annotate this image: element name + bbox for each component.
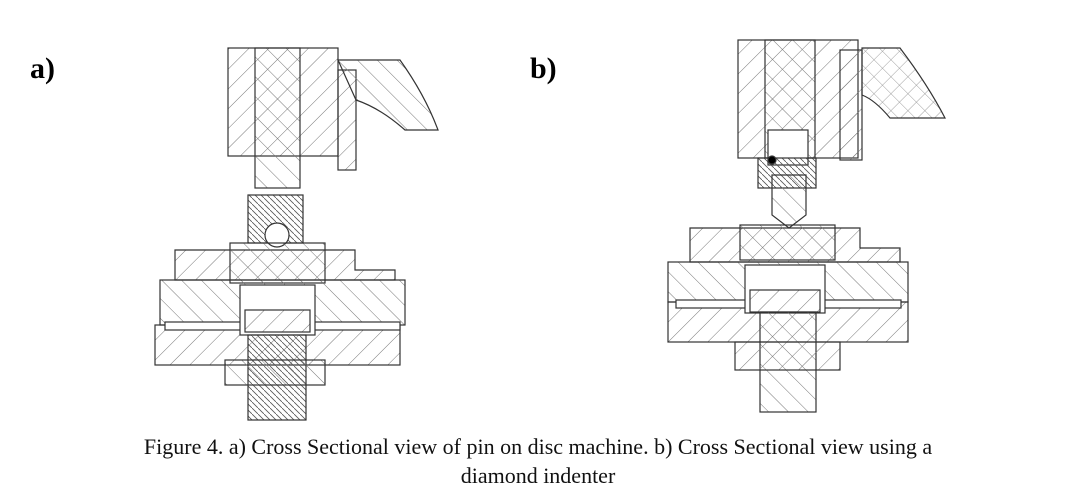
caption-line-2: diamond indenter xyxy=(460,463,616,488)
cross-section-drawings xyxy=(154,39,946,421)
figure-caption: Figure 4. a) Cross Sectional view of pin… xyxy=(0,432,1076,490)
panel-label-a: a) xyxy=(30,52,55,85)
panel-label-b: b) xyxy=(530,52,557,85)
drawing-a xyxy=(154,47,439,421)
drawing-b xyxy=(667,39,946,413)
caption-line-1: Figure 4. a) Cross Sectional view of pin… xyxy=(143,434,933,459)
